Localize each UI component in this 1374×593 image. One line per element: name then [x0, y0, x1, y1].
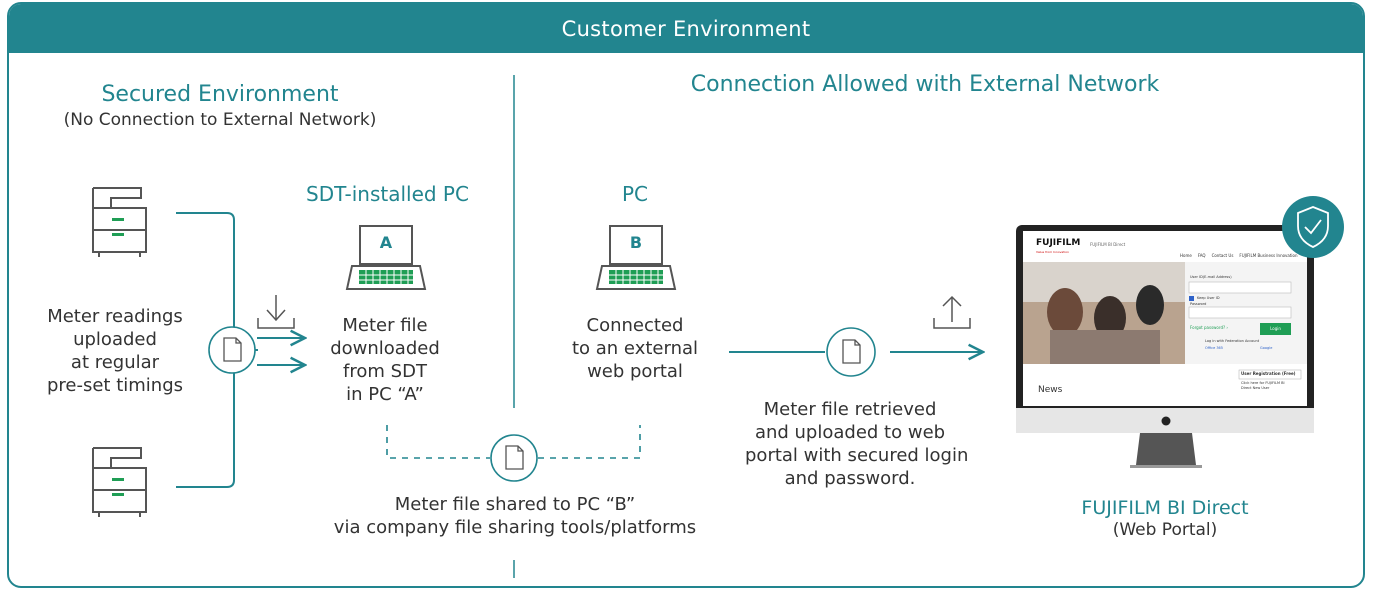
- keyboard-grid: [609, 270, 663, 284]
- portal-news: News: [1038, 385, 1063, 395]
- customer-environment-frame: Customer Environment: [7, 2, 1365, 588]
- portal-app-name: FUJIFILM BI Direct: [1090, 242, 1126, 247]
- document-icon: [826, 327, 876, 377]
- document-icon: [490, 434, 538, 482]
- portal-title: FUJIFILM BI Direct: [1081, 497, 1249, 519]
- portal-office365[interactable]: Office 365: [1205, 346, 1224, 350]
- download-icon: [257, 295, 295, 329]
- portal-nav-item[interactable]: Home: [1180, 253, 1192, 258]
- printer-icon: [92, 447, 147, 517]
- portal-nav-item[interactable]: FAQ: [1197, 253, 1206, 258]
- secured-subtitle: (No Connection to External Network): [63, 110, 377, 130]
- pc-a-title: SDT-installed PC: [306, 182, 469, 206]
- portal-forgot-password[interactable]: Forgot password? ›: [1190, 325, 1228, 330]
- shield-check-icon: [1282, 196, 1344, 258]
- portal-user-id-label: User ID(E-mail Address): [1190, 275, 1232, 279]
- portal-subtitle: (Web Portal): [1112, 520, 1218, 540]
- portal-password-label: Password: [1190, 302, 1207, 306]
- portal-google[interactable]: Google: [1260, 346, 1273, 350]
- pc-b-title: PC: [621, 182, 649, 206]
- portal-nav-item[interactable]: Contact Us: [1211, 253, 1234, 258]
- monitor-icon: [1016, 225, 1314, 468]
- portal-keep-user-id[interactable]: Keep User ID: [1197, 296, 1220, 300]
- portal-login-button[interactable]: Login: [1270, 326, 1281, 331]
- portal-federation: Log in with Federation Account: [1205, 339, 1260, 343]
- portal-nav-item[interactable]: FUJIFILM Business Innovation: [1239, 253, 1298, 258]
- upload-icon: [933, 295, 971, 329]
- document-icon: [208, 326, 256, 374]
- shared-caption: Meter file shared to PC “B”via company f…: [333, 494, 697, 538]
- banner-title: Customer Environment: [9, 4, 1363, 53]
- portal-brand-tag: Value from Innovation: [1036, 250, 1070, 254]
- pc-b-letter: B: [629, 233, 643, 252]
- portal-nav: Home FAQ Contact Us FUJIFILM Business In…: [1180, 253, 1298, 258]
- secured-title: Secured Environment: [101, 82, 339, 107]
- external-title: Connection Allowed with External Network: [690, 72, 1160, 97]
- portal-user-registration[interactable]: User Registration (Free): [1241, 371, 1296, 376]
- pc-a-letter: A: [379, 233, 393, 252]
- printer-icon: [92, 187, 147, 257]
- portal-brand: FUJIFILM: [1036, 238, 1081, 248]
- keyboard-grid: [359, 270, 413, 284]
- sharing-connector: [386, 425, 641, 459]
